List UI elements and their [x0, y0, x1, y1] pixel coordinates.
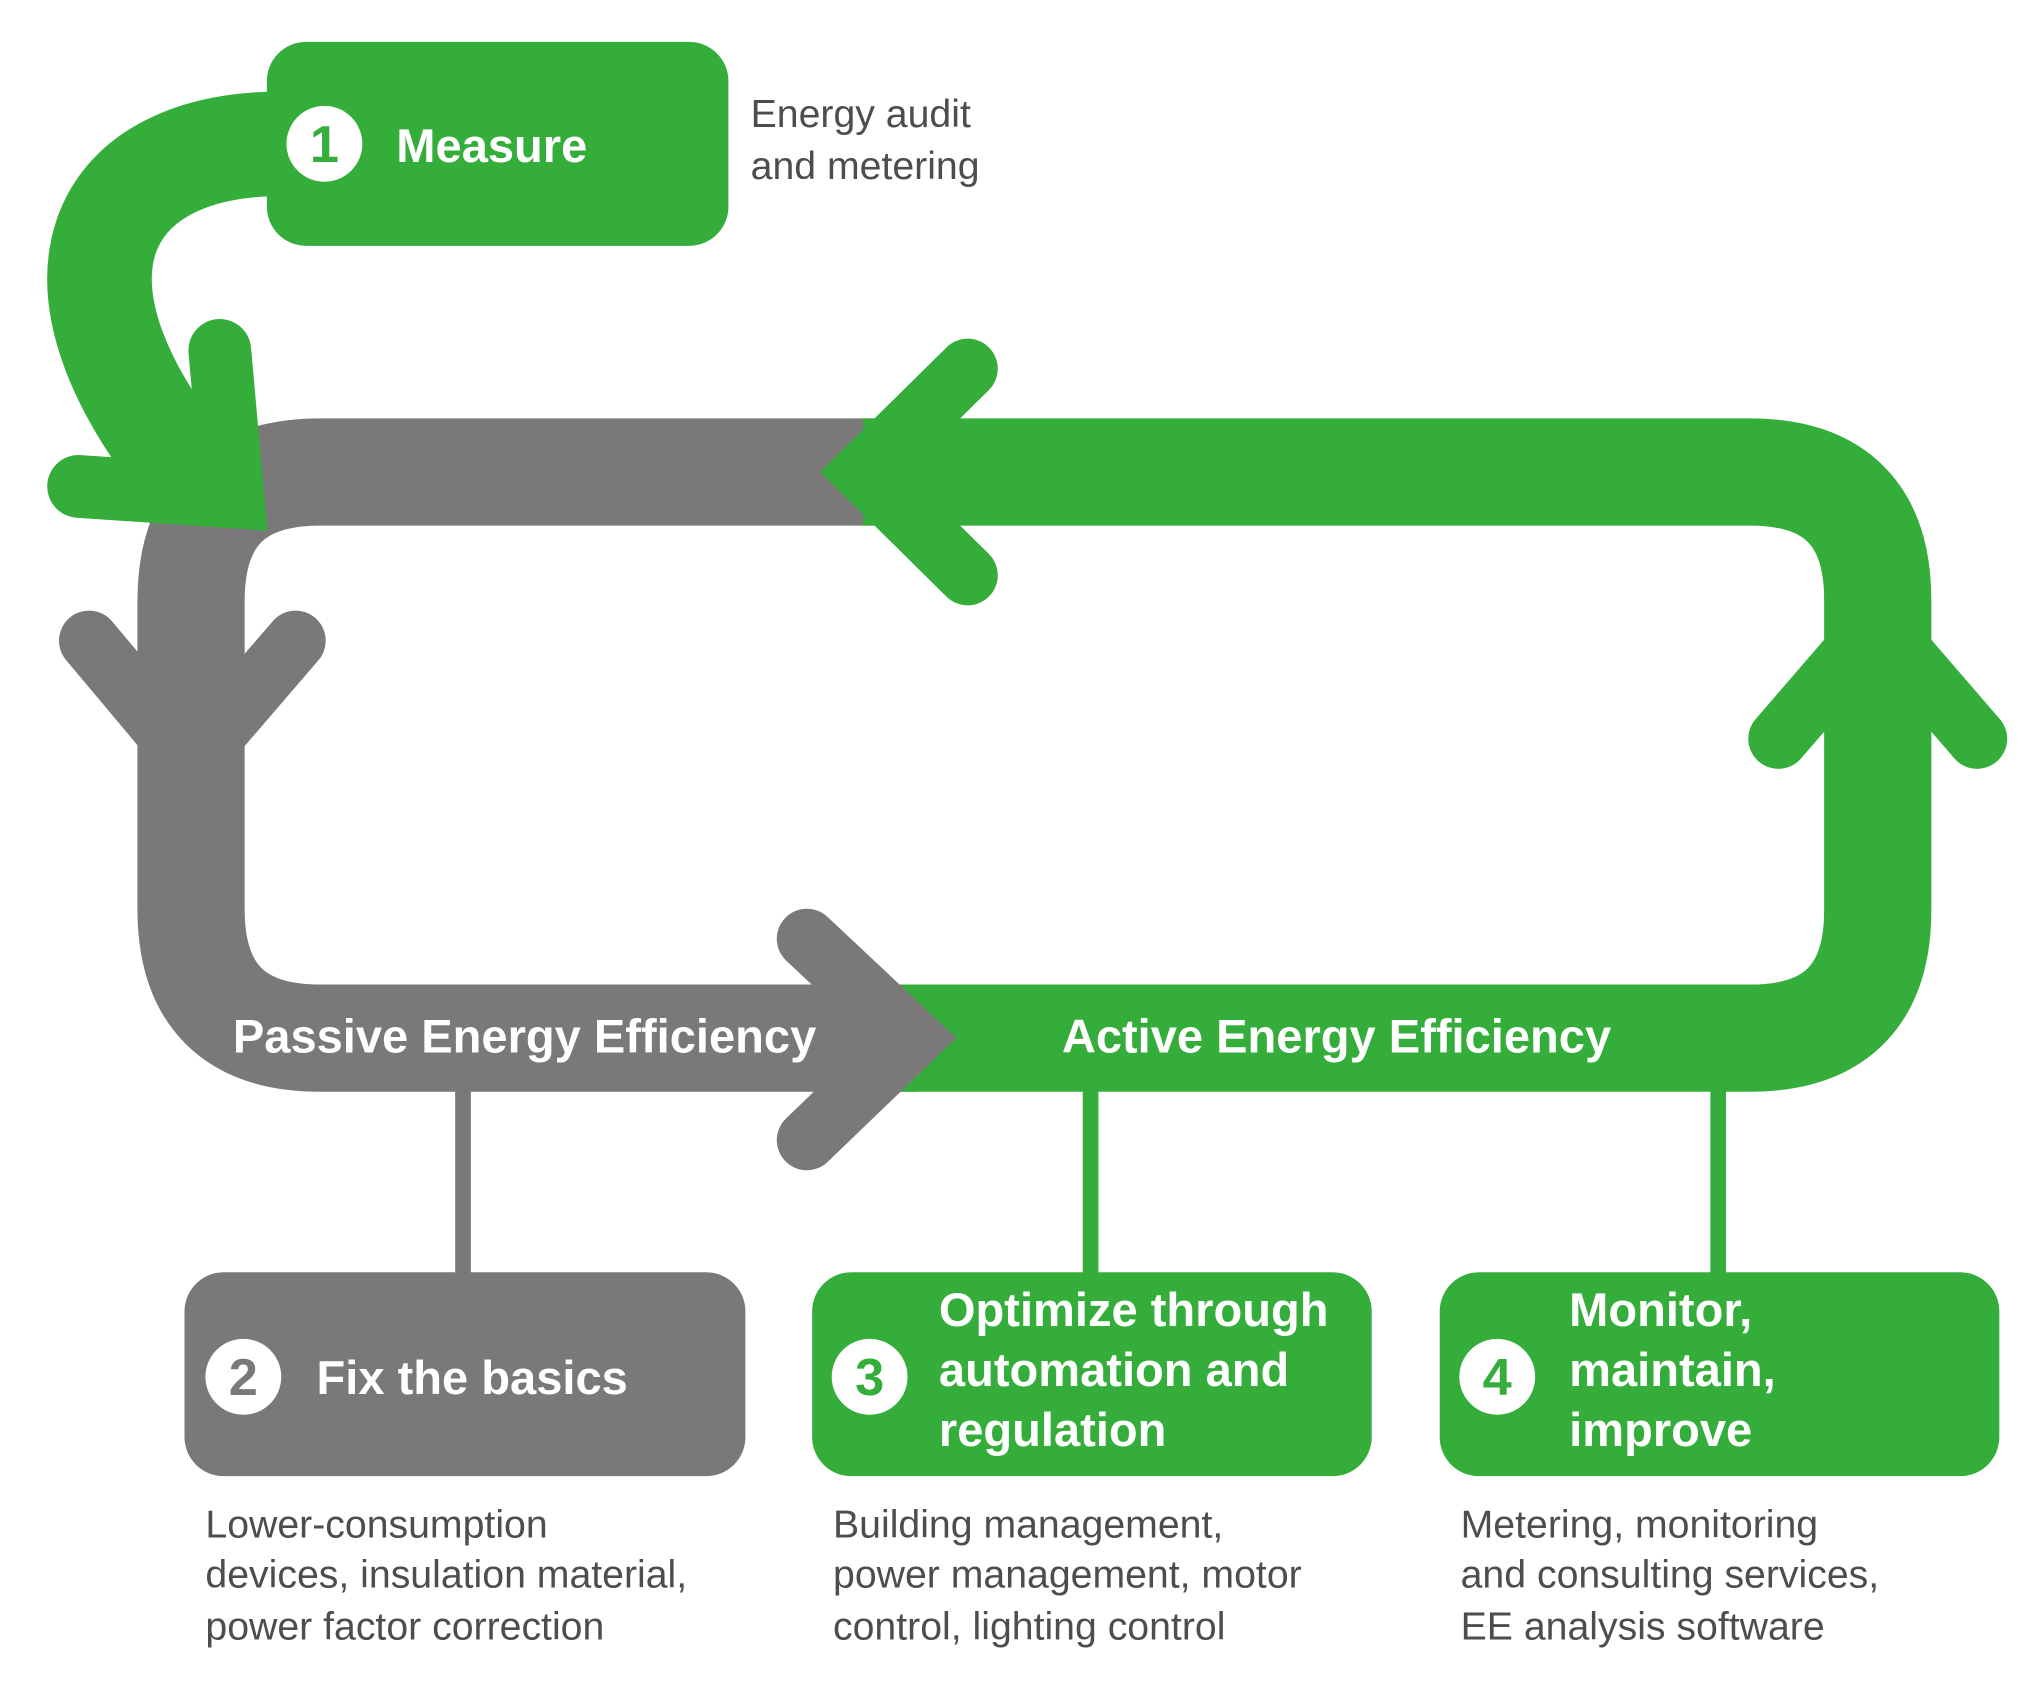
- step-3-description: Building management,: [833, 1503, 1223, 1547]
- step-2-description: devices, insulation material,: [205, 1552, 687, 1596]
- step-1-description: Energy audit: [751, 92, 971, 136]
- step-4-description: EE analysis software: [1461, 1605, 1825, 1649]
- step-number-badge: [1459, 1338, 1536, 1415]
- step-title: Fix the basics: [317, 1351, 628, 1404]
- step-number-badge: [286, 105, 363, 182]
- step-title: automation and: [939, 1343, 1289, 1396]
- step-title: improve: [1569, 1403, 1752, 1456]
- step-number: 2: [229, 1349, 258, 1407]
- green-left-arrow-icon: [820, 338, 998, 606]
- measure-arrowhead-icon: [47, 319, 268, 531]
- gray-right-arrow-icon: [776, 908, 957, 1171]
- step-4-monitor-box: 4 Monitor, maintain, improve: [1439, 1272, 2000, 1477]
- step-title: maintain,: [1569, 1343, 1776, 1396]
- step-3-description: control, lighting control: [833, 1605, 1225, 1649]
- step-number: 3: [855, 1349, 884, 1407]
- step-3-description: power management, motor: [833, 1552, 1302, 1596]
- step-title: regulation: [939, 1403, 1166, 1456]
- step-2-fix-basics-box: 2 Fix the basics: [184, 1272, 746, 1477]
- step-number: 4: [1483, 1349, 1512, 1407]
- step-number-badge: [205, 1338, 282, 1415]
- step-title: Measure: [396, 119, 587, 172]
- step-1-measure-box: 1 Measure: [266, 41, 729, 246]
- measure-curved-arrow: [47, 91, 283, 525]
- gray-down-arrow-icon: [58, 610, 326, 809]
- active-energy-efficiency-label: Active Energy Efficiency: [1062, 1010, 1611, 1063]
- active-loop-band: [863, 418, 1932, 1092]
- step-2-description: power factor correction: [205, 1605, 604, 1649]
- step-3-optimize-box: 3 Optimize through automation and regula…: [812, 1272, 1372, 1477]
- passive-energy-efficiency-label: Passive Energy Efficiency: [233, 1010, 816, 1063]
- step-4-description: and consulting services,: [1461, 1552, 1880, 1596]
- step-title: Optimize through: [939, 1283, 1329, 1336]
- step-2-description: Lower-consumption: [205, 1503, 547, 1547]
- step-number: 1: [310, 116, 339, 174]
- step-number-badge: [831, 1338, 908, 1415]
- step-title: Monitor,: [1569, 1283, 1752, 1336]
- step-4-description: Metering, monitoring: [1461, 1503, 1818, 1547]
- step-1-description: and metering: [751, 144, 980, 188]
- green-up-arrow-icon: [1748, 577, 2008, 769]
